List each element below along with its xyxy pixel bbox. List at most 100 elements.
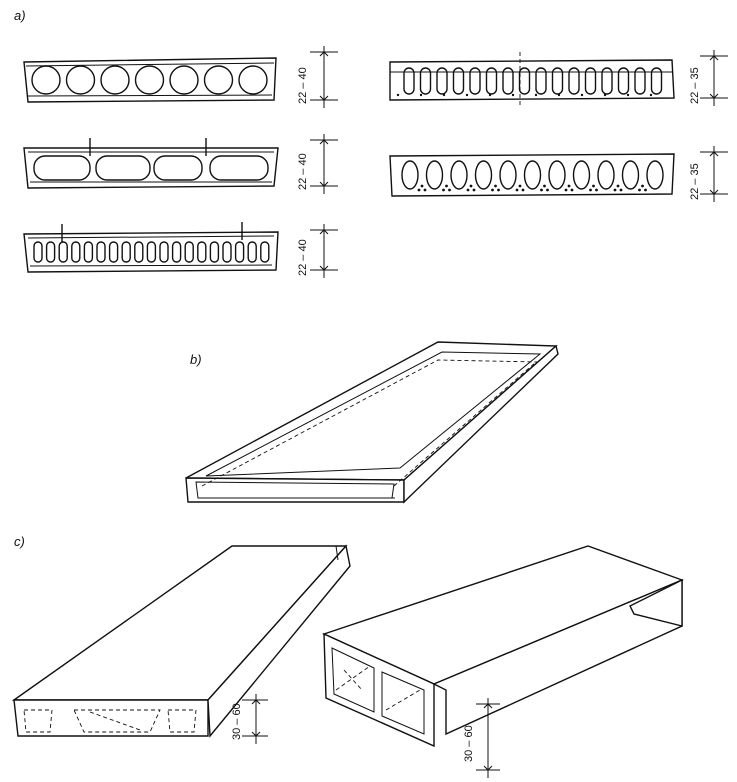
round-void <box>100 65 130 95</box>
strand-dot <box>644 188 647 192</box>
strand-dot <box>511 93 515 97</box>
strand-dot <box>540 188 543 192</box>
prestress-void <box>452 67 465 95</box>
narrow-void <box>209 241 220 263</box>
narrow-void <box>83 241 94 263</box>
round-void <box>134 65 165 95</box>
strand-dot <box>466 188 470 192</box>
oval-void <box>95 155 151 181</box>
ribbed-slab-left <box>11 544 351 738</box>
strand-dot <box>564 188 568 192</box>
strand-dot <box>619 188 623 192</box>
channel-slab-right <box>322 545 684 748</box>
strand-dot <box>423 188 427 192</box>
strand-dot <box>613 188 617 192</box>
strand-dot <box>448 188 451 192</box>
section-prestressed-top <box>389 52 675 108</box>
prestress-void <box>650 67 663 95</box>
prestress-void <box>646 160 664 190</box>
prestress-void <box>474 160 493 190</box>
prestress-void <box>450 160 468 190</box>
strand-dot <box>396 93 400 97</box>
prestress-void <box>551 67 564 95</box>
narrow-void <box>146 241 157 263</box>
round-void <box>203 65 234 95</box>
prestress-void <box>499 160 517 190</box>
dimension-hollow-round: 22 – 40 <box>297 46 338 108</box>
round-void <box>169 65 199 95</box>
dim-label-hollow-round: 22 – 40 <box>297 67 309 104</box>
strand-dot <box>488 93 492 97</box>
prestress-void <box>548 160 566 190</box>
narrow-void <box>45 241 56 263</box>
narrow-void <box>184 241 194 263</box>
section-hollow-oval <box>23 138 279 189</box>
strand-dot <box>442 188 445 192</box>
narrow-void <box>71 241 81 263</box>
dimension-ribbed-left: 30 – 60 <box>231 694 268 744</box>
strand-dot <box>515 188 519 192</box>
narrow-void <box>121 241 131 263</box>
prestress-void <box>621 160 640 190</box>
strand-dot <box>592 184 595 188</box>
strand-dot <box>546 188 549 192</box>
strand-dot <box>518 184 522 188</box>
prestress-void <box>535 67 547 95</box>
strand-dot <box>419 93 423 97</box>
prestress-void <box>502 67 514 95</box>
prestress-void <box>568 67 580 95</box>
strand-dot <box>534 93 538 97</box>
narrow-void <box>171 241 182 263</box>
strand-dot <box>521 188 525 192</box>
prestress-void <box>518 67 531 95</box>
label-b: b) <box>190 352 202 367</box>
round-void <box>65 65 96 95</box>
trough-slab-isometric <box>185 341 559 504</box>
strand-dot <box>445 184 448 188</box>
oval-void <box>33 155 91 181</box>
prestress-void <box>572 160 591 190</box>
strand-dot <box>638 188 641 192</box>
strand-dot <box>567 184 571 188</box>
dim-label-hollow-oval: 22 – 40 <box>297 153 309 190</box>
strand-dot <box>469 184 473 188</box>
strand-dot <box>616 184 620 188</box>
strand-dot <box>494 184 497 188</box>
prestress-void <box>436 67 448 95</box>
prestress-void <box>485 67 498 95</box>
narrow-void <box>108 241 119 263</box>
prestress-void <box>403 67 415 95</box>
strand-dot <box>626 93 630 97</box>
strand-dot <box>472 188 476 192</box>
section-hollow-narrow <box>23 222 279 273</box>
prestress-void <box>469 67 481 95</box>
prestress-void <box>523 160 542 190</box>
dimension-hollow-oval: 22 – 40 <box>297 134 338 194</box>
prestress-void <box>617 67 630 95</box>
oval-void <box>209 155 269 181</box>
strand-dot <box>543 184 546 188</box>
dimension-prestressed-top: 22 – 35 <box>689 50 728 106</box>
strand-dot <box>491 188 494 192</box>
prestress-void <box>419 67 432 95</box>
round-void <box>238 65 268 95</box>
strand-dot <box>641 184 644 188</box>
strand-dot <box>580 93 584 97</box>
strand-dot <box>465 93 469 97</box>
dim-label-ribbed-left: 30 – 60 <box>231 703 243 740</box>
prestress-void <box>425 160 444 190</box>
narrow-void <box>197 241 207 263</box>
narrow-void <box>58 241 68 263</box>
strand-dot <box>442 93 446 97</box>
strand-dot <box>589 188 592 192</box>
narrow-void <box>96 241 106 263</box>
prestress-void <box>597 160 615 190</box>
prestress-void <box>401 160 419 190</box>
dimension-ribbed-right: 30 – 60 <box>463 698 500 778</box>
prestress-void <box>584 67 597 95</box>
dimension-hollow-narrow: 22 – 40 <box>297 224 338 278</box>
narrow-void <box>159 241 169 263</box>
dimension-prestressed-bottom: 22 – 35 <box>689 146 728 202</box>
round-void <box>31 65 61 95</box>
